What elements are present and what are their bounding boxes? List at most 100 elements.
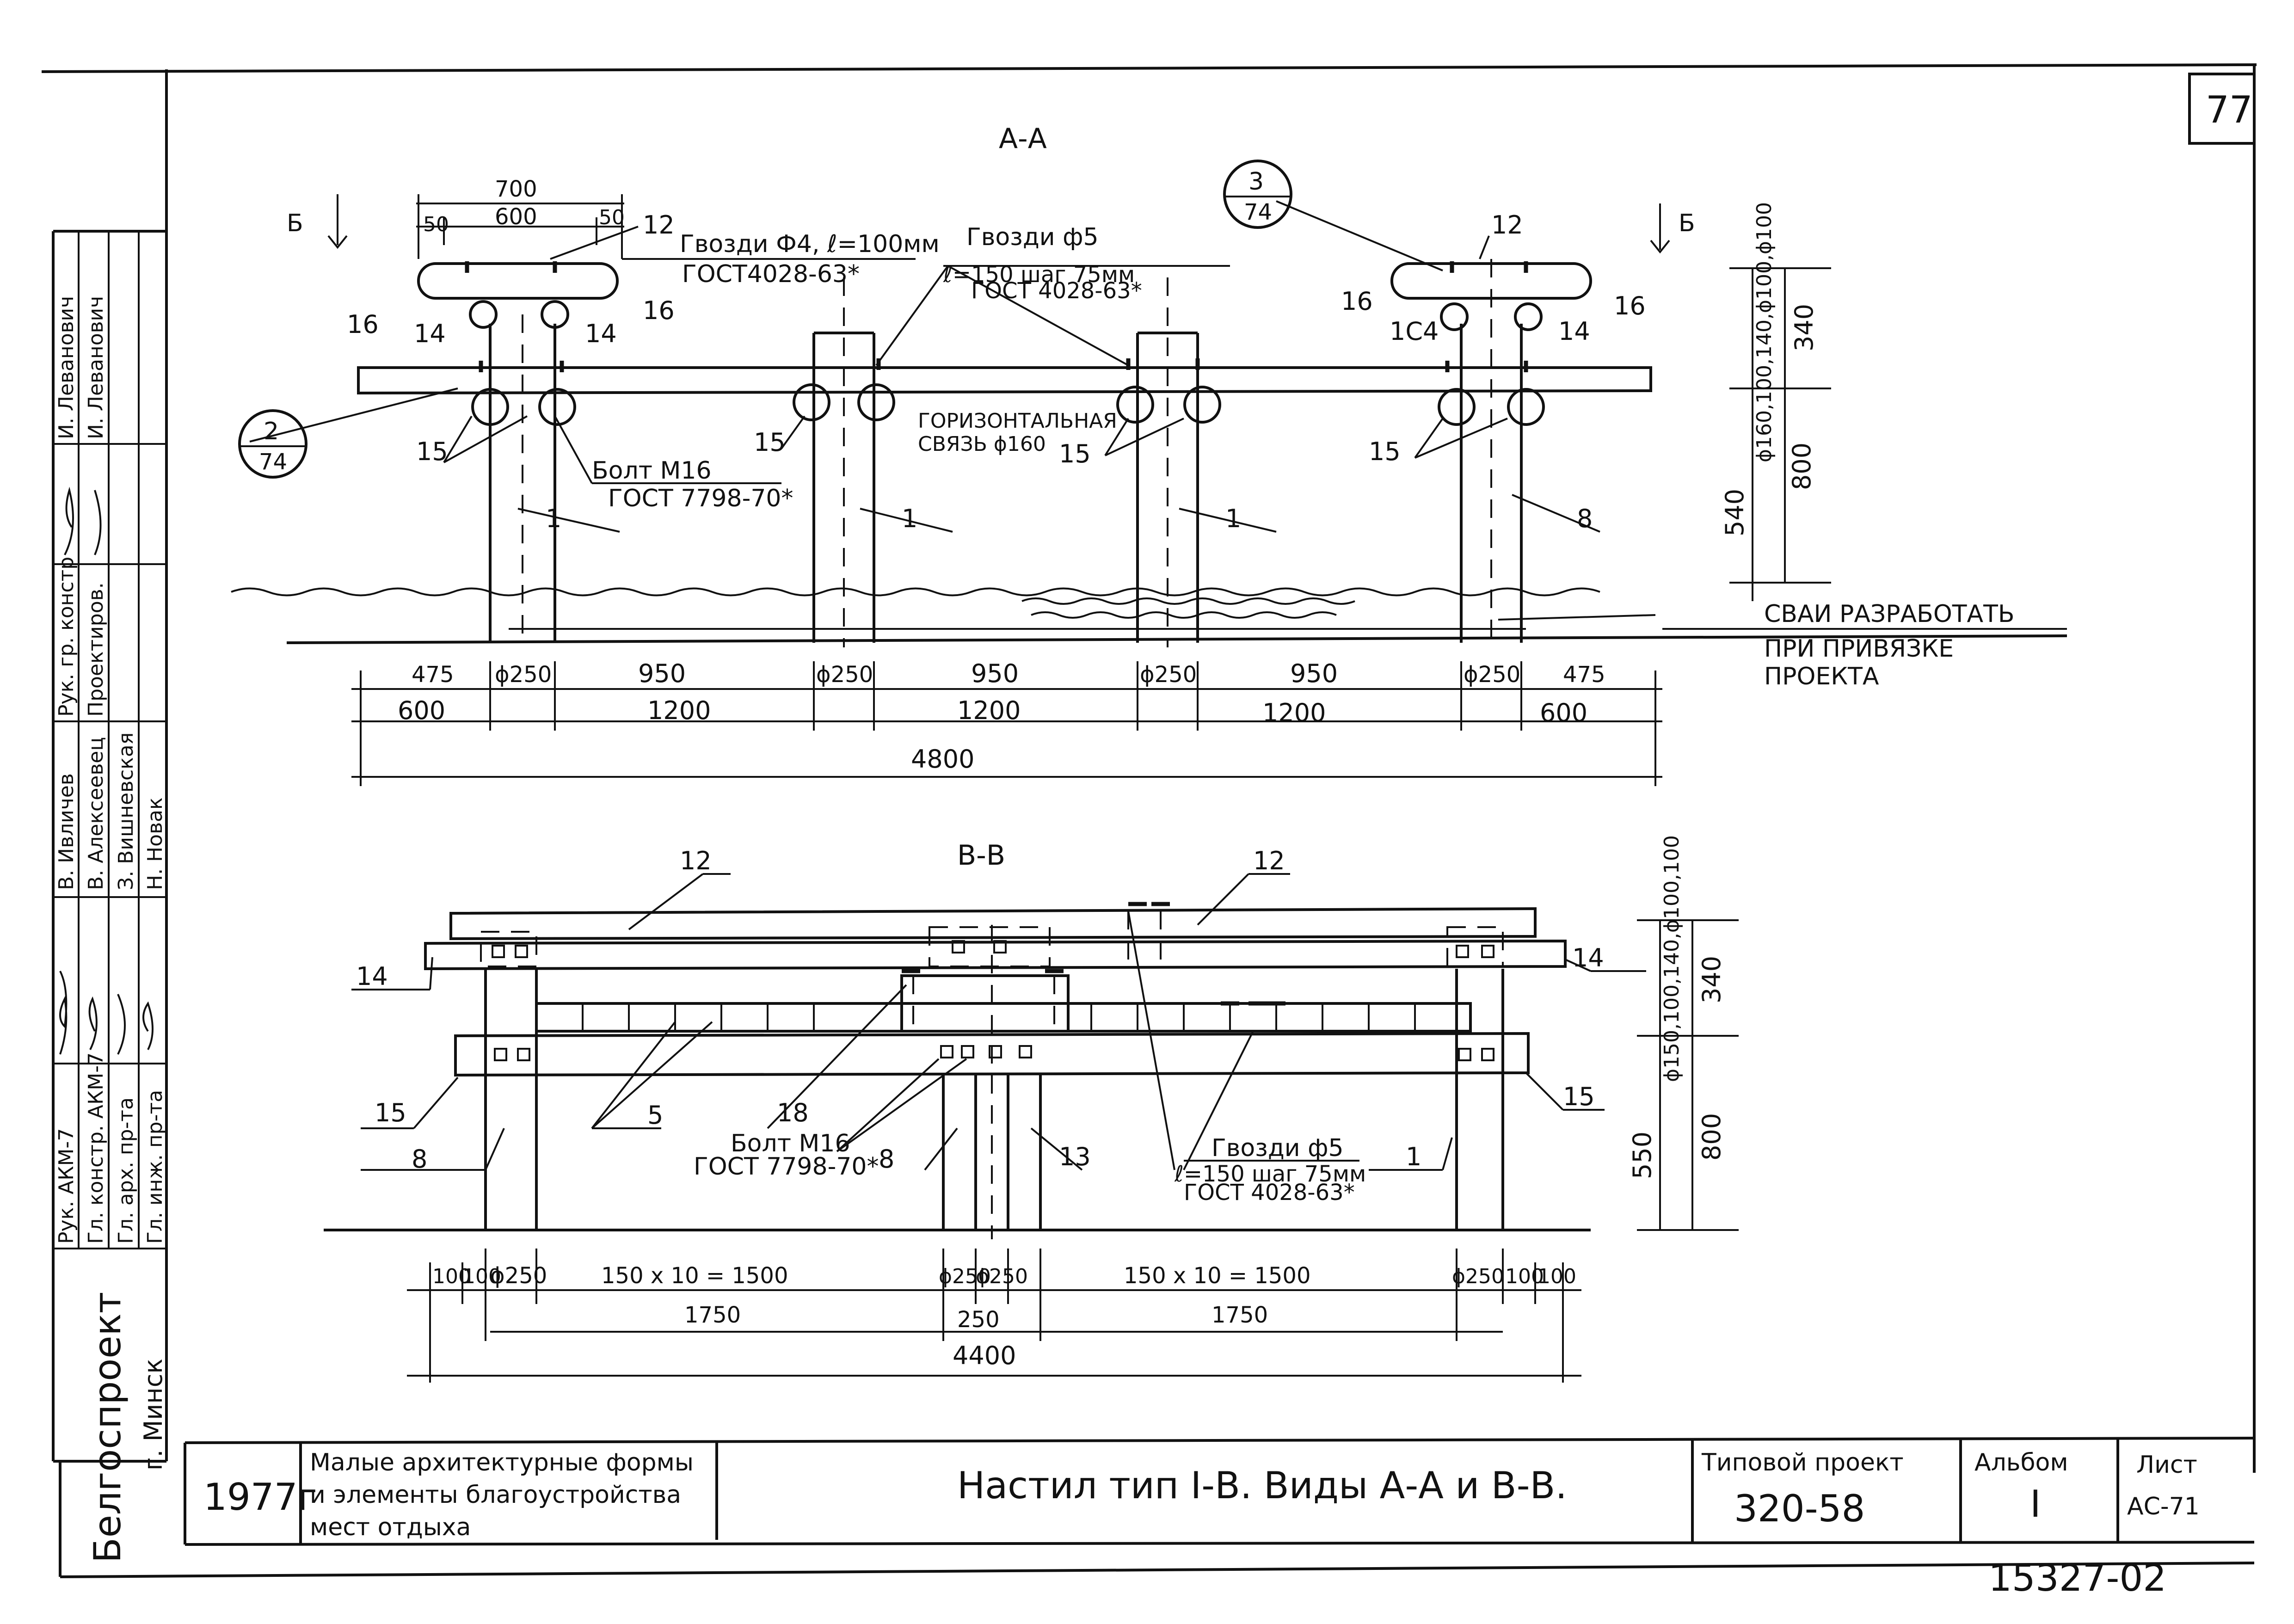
bolt-vv-line1: Болт М16 xyxy=(731,1130,850,1157)
nails-vv-line2: ℓ=150 шаг 75мм xyxy=(1174,1161,1366,1187)
cut-mark-right: Б xyxy=(1679,209,1695,237)
dim: 475 xyxy=(412,662,454,688)
vv-position-numbers: 12 12 14 14 15 15 5 18 8 8 13 1 xyxy=(356,846,1604,1174)
sheet-value: АС-71 xyxy=(2127,1493,2200,1520)
pos-label: 1 xyxy=(546,504,561,533)
role-labels: Рук. АКМ-7 Гл. констр. АКМ-7 Гл. арх. пр… xyxy=(55,296,167,1244)
title-block xyxy=(184,1437,2255,1546)
view-aa-drawing xyxy=(231,200,2067,647)
dim: ϕ250 xyxy=(1452,1265,1504,1288)
dim: 800 xyxy=(1697,1113,1726,1161)
dim: 1200 xyxy=(957,696,1021,725)
dim: ϕ250 xyxy=(976,1265,1028,1288)
pos-label: 15 xyxy=(754,428,786,457)
dim: ϕ250 xyxy=(490,1263,547,1289)
pos-label: 15 xyxy=(1059,439,1091,468)
pos-label: 8 xyxy=(412,1144,427,1174)
dim: ϕ160,100,140,ϕ100,ϕ100 xyxy=(1753,202,1776,462)
pos-label: 1 xyxy=(902,504,917,533)
vv-dimension-text: 100 100 ϕ250 150 x 10 = 1500 ϕ250 ϕ250 1… xyxy=(432,835,1726,1370)
dim: 950 xyxy=(971,659,1019,688)
role-label: Рук. АКМ-7 xyxy=(55,1128,78,1244)
name-label: Н. Новак xyxy=(143,797,167,890)
pos-label: 15 xyxy=(1369,437,1401,466)
pos-label: 18 xyxy=(777,1098,809,1127)
dim: 250 xyxy=(957,1307,1000,1333)
name-label: З. Вишневская xyxy=(114,732,138,890)
pos-label: 15 xyxy=(1563,1082,1595,1111)
dim: ϕ250 xyxy=(495,662,552,688)
dim: 1200 xyxy=(1262,698,1326,727)
dim: 950 xyxy=(638,659,686,688)
callout-2-num: 2 xyxy=(264,418,279,445)
pos-label: 8 xyxy=(879,1144,894,1174)
nails-f4-line2: ГОСТ4028-63* xyxy=(682,260,860,288)
project-number: 320-58 xyxy=(1734,1487,1865,1530)
dim: 600 xyxy=(398,696,445,725)
view-vv-drawing xyxy=(324,873,1646,1239)
view-vv-title: В-В xyxy=(957,839,1005,872)
role-label: Гл. констр. АКМ-7 xyxy=(84,1052,108,1244)
pos-label: 14 xyxy=(1572,943,1604,972)
bolt-vv-line2: ГОСТ 7798-70* xyxy=(694,1153,879,1181)
piles-note-line1: СВАИ РАЗРАБОТАТЬ xyxy=(1764,600,2015,628)
inventory-number: 15327-02 xyxy=(1988,1556,2166,1599)
dim: 4800 xyxy=(911,744,974,774)
dim: 600 xyxy=(1540,698,1587,727)
role-label: Рук. гр. констр xyxy=(55,557,78,717)
dim: ϕ250 xyxy=(816,662,873,688)
org-name: Белгоспроект xyxy=(86,1292,129,1563)
name-label: И. Леванович xyxy=(84,296,108,439)
pos-label: 15 xyxy=(416,437,448,466)
dim: 700 xyxy=(495,176,537,202)
callout-3-sheet: 74 xyxy=(1244,199,1272,225)
dim: 4400 xyxy=(953,1341,1016,1370)
nails-f4-line1: Гвозди Ф4, ℓ=100мм xyxy=(680,230,940,258)
album-value: I xyxy=(2030,1483,2041,1526)
pos-label: 12 xyxy=(1253,846,1285,875)
pos-label: 8 xyxy=(1577,504,1593,533)
signatures xyxy=(59,486,154,1055)
name-label: И. Леванович xyxy=(55,296,78,439)
dim: 50 xyxy=(423,213,449,236)
dim: ϕ250 xyxy=(1140,662,1197,688)
dim: ϕ250 xyxy=(1464,662,1520,688)
role-label: Проектиров. xyxy=(84,582,108,717)
dim: 475 xyxy=(1563,662,1605,688)
piles-note-line2: ПРИ ПРИВЯЗКЕ xyxy=(1764,635,1954,663)
pos-label: 12 xyxy=(643,210,675,240)
dim: 600 xyxy=(495,204,537,230)
dim: 550 xyxy=(1628,1132,1657,1179)
dim: 1750 xyxy=(684,1302,741,1328)
work-line-3: мест отдыха xyxy=(310,1513,471,1541)
role-label: Гл. арх. пр-та xyxy=(114,1097,138,1244)
year: 1977г xyxy=(203,1476,317,1519)
bolt-aa-line1: Болт М16 xyxy=(592,457,712,485)
callout-3-74: 3 74 xyxy=(1223,160,1292,229)
callout-3-num: 3 xyxy=(1248,168,1264,196)
sheet-title: Настил тип I-В. Виды А-А и В-В. xyxy=(957,1464,1567,1507)
aa-dimension-lines xyxy=(351,194,1831,786)
bolt-aa-line2: ГОСТ 7798-70* xyxy=(608,485,793,512)
dim: 800 xyxy=(1787,443,1816,490)
horiz-tie-line2: СВЯЗЬ ϕ160 xyxy=(918,432,1046,456)
pos-label: 16 xyxy=(1614,291,1646,320)
name-label: В. Алексеевец xyxy=(84,737,108,890)
work-line-2: и элементы благоустройства xyxy=(310,1481,681,1509)
nails-f5-line2: ℓ=150 шаг 75мм xyxy=(943,262,1135,288)
nails-vv-line3: ГОСТ 4028-63* xyxy=(1184,1180,1355,1206)
dim: 100 xyxy=(462,1265,501,1288)
pos-label: 14 xyxy=(585,319,617,348)
sheet-label: Лист xyxy=(2136,1451,2197,1479)
sheet-frame xyxy=(41,63,2257,1578)
pos-label: 1 xyxy=(1225,504,1241,533)
pos-label: 16 xyxy=(643,296,675,325)
dim: 100 xyxy=(1538,1265,1576,1288)
work-line-1: Малые архитектурные формы xyxy=(310,1449,694,1476)
view-aa-title: А-А xyxy=(999,123,1047,155)
pos-label: 12 xyxy=(1491,210,1523,240)
cut-mark-left: Б xyxy=(287,209,303,237)
aa-dimension-text: 700 50 600 50 475 ϕ250 950 ϕ250 950 ϕ250… xyxy=(398,176,1819,774)
pos-label: 14 xyxy=(356,962,388,991)
dim: 1200 xyxy=(647,696,711,725)
